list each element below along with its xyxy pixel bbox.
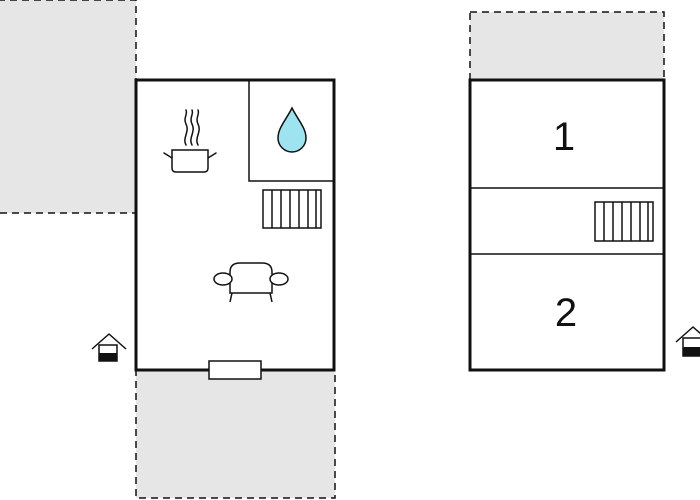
house-entrance-icon	[675, 326, 700, 357]
cooking-pot-icon	[163, 109, 217, 173]
stairs-icon	[594, 201, 654, 242]
terrace-bottom	[135, 369, 336, 499]
upper-floor: 1 2	[468, 78, 700, 372]
front-door	[208, 360, 262, 380]
ground-floor	[91, 78, 336, 380]
terrace-top-right	[469, 11, 665, 81]
house-entrance-icon	[91, 333, 127, 362]
room-label-1: 1	[553, 115, 575, 159]
water-drop-icon	[277, 106, 307, 153]
room-label-2: 2	[555, 291, 577, 335]
outdoor-areas	[0, 0, 665, 499]
stairs-icon	[262, 189, 322, 229]
sofa-icon	[213, 262, 289, 303]
bathroom-walls	[248, 80, 334, 182]
terrace-left	[0, 0, 137, 214]
